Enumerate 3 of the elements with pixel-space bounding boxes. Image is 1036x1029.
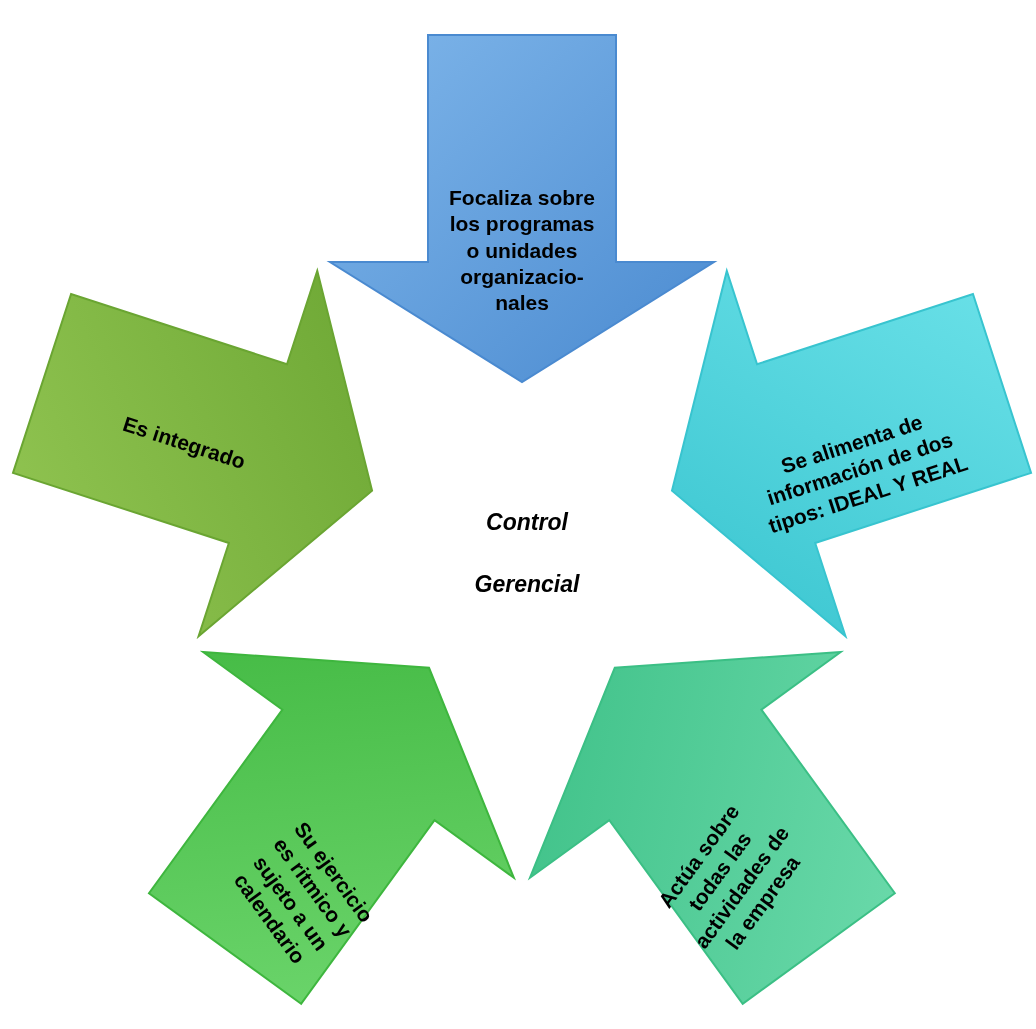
center-title: Control — [486, 508, 568, 536]
arrow-text: Focaliza sobre los programas o unidades organizacio-nales — [448, 185, 596, 316]
center-title: Gerencial — [474, 570, 580, 598]
